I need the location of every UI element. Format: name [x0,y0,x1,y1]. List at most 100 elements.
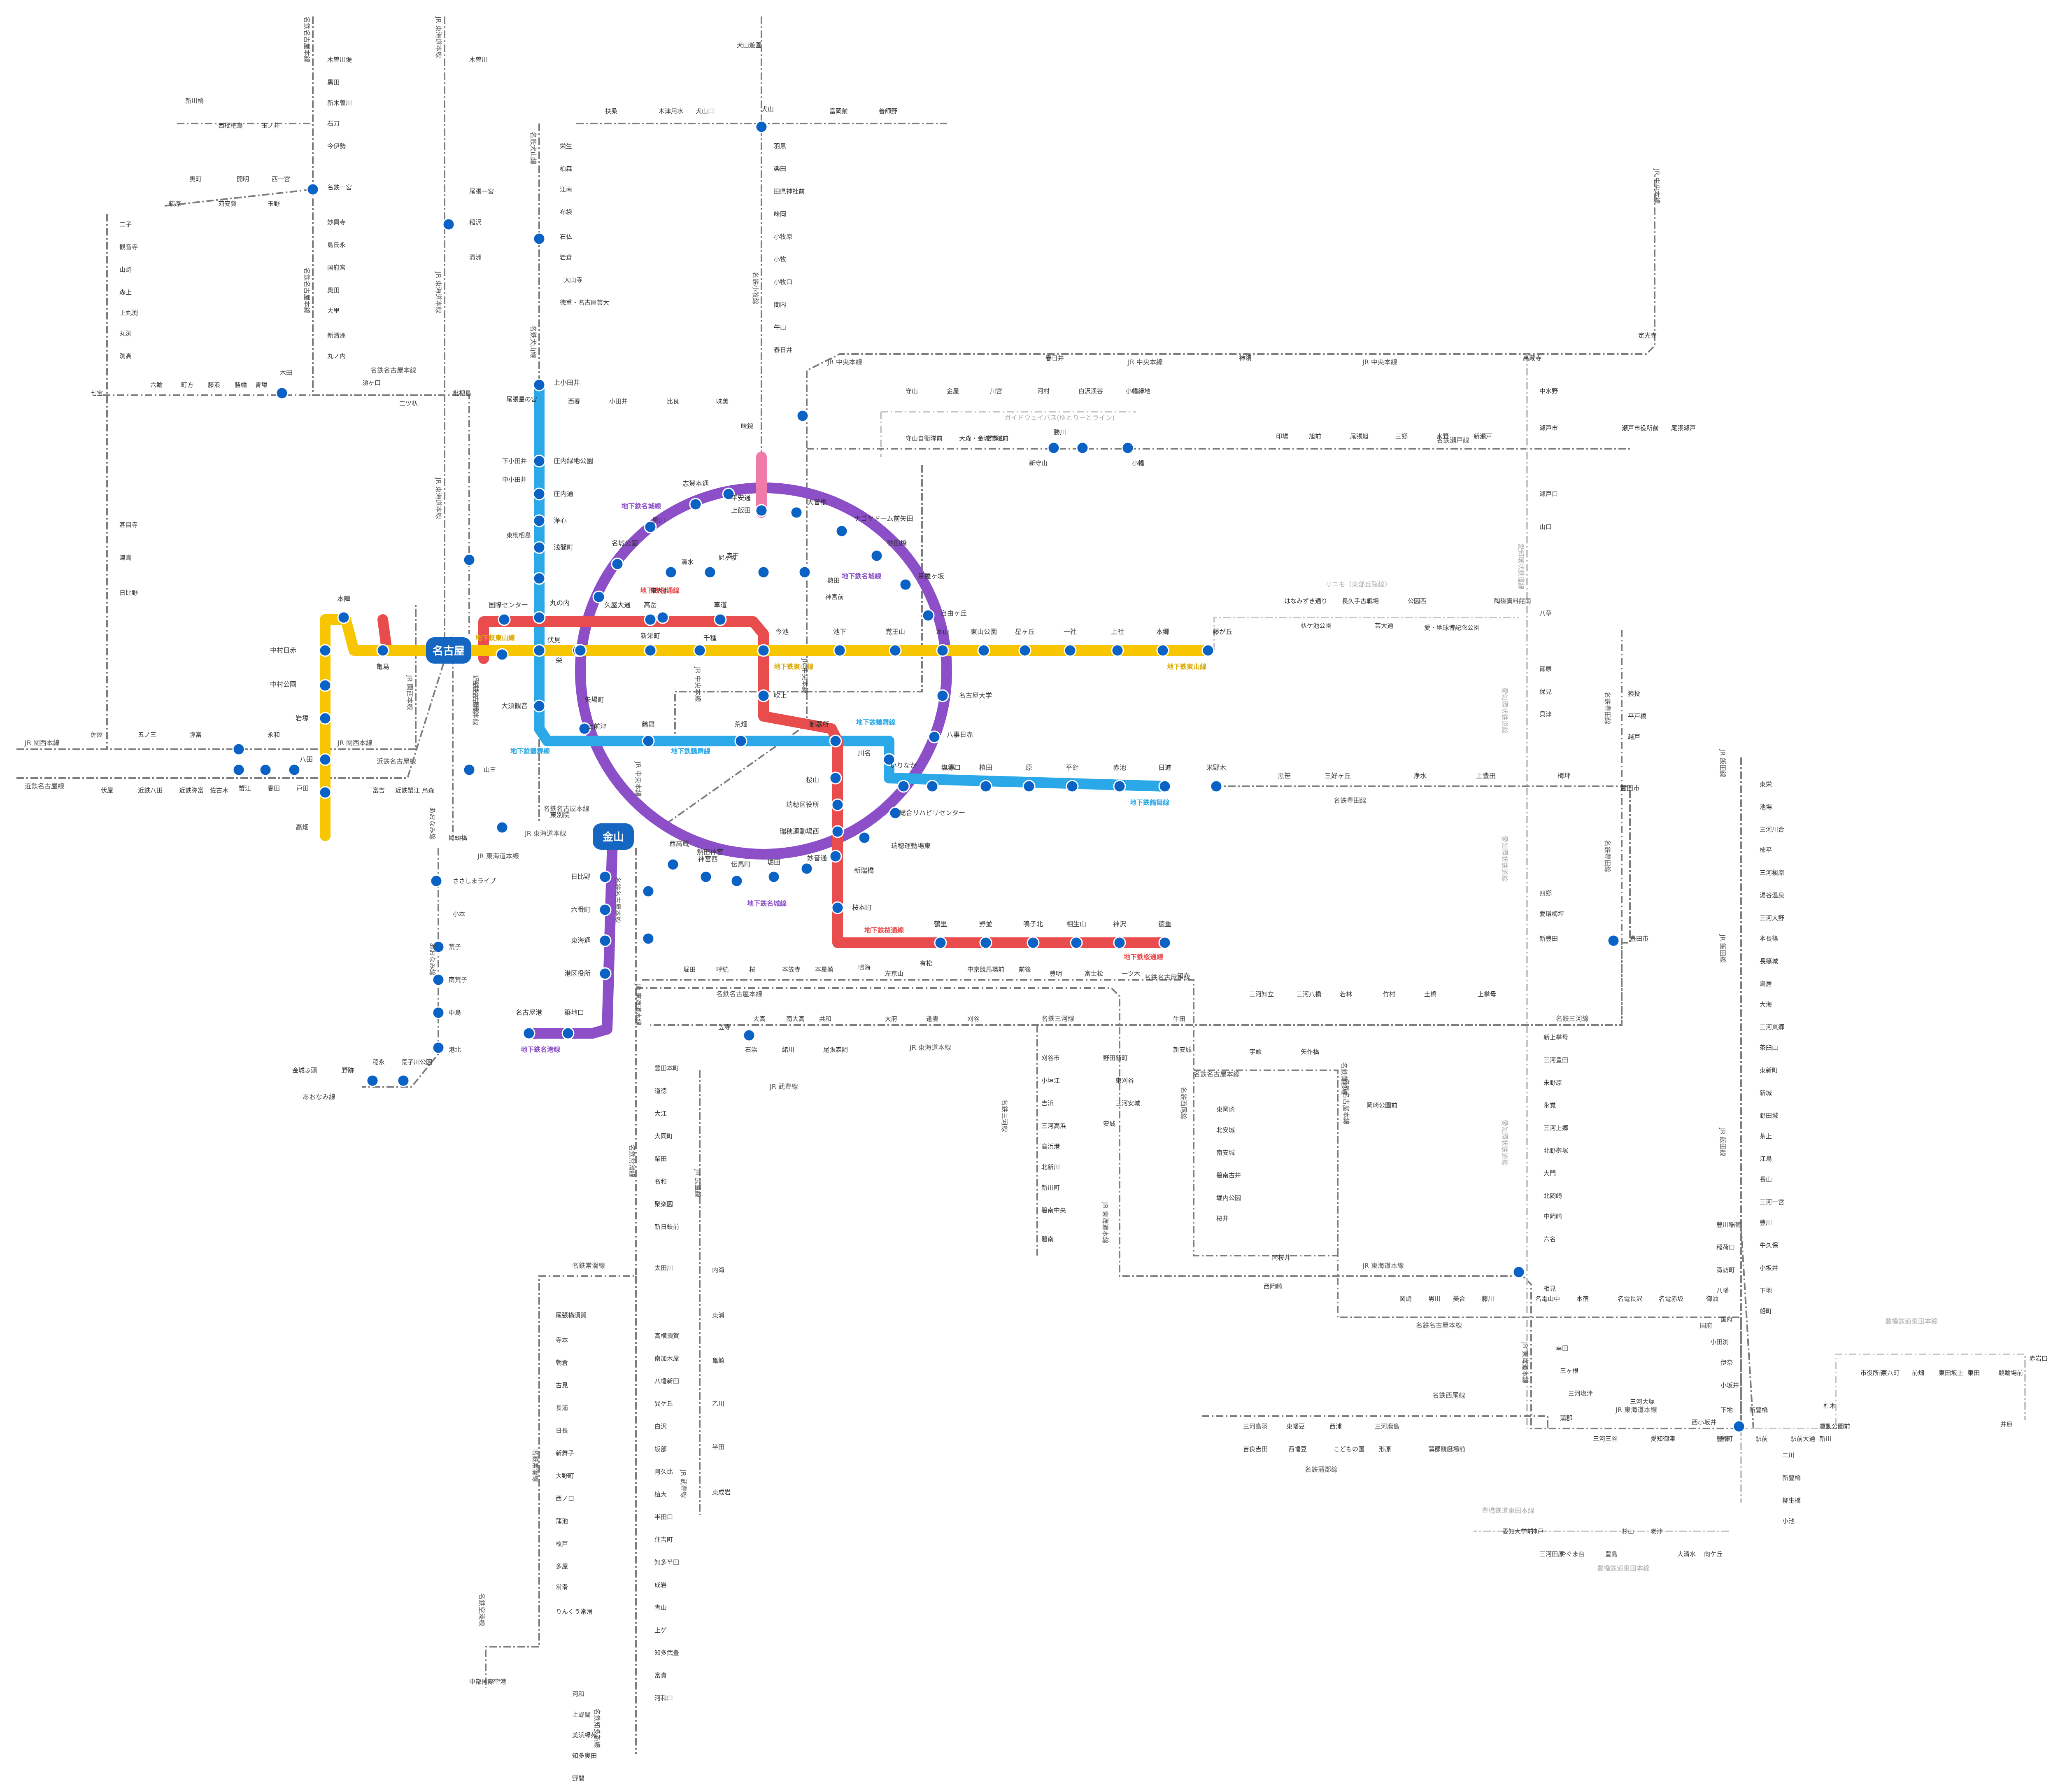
station-dot[interactable] [598,870,612,883]
station-dot[interactable] [936,689,949,702]
station-dot[interactable] [1732,1420,1746,1433]
station-dot[interactable] [757,566,770,579]
station-dot[interactable] [689,498,702,511]
station-dot[interactable] [656,611,669,624]
station-dot[interactable] [790,506,803,519]
station-dot[interactable] [288,763,301,776]
station-dot[interactable] [430,874,443,888]
station-dot[interactable] [598,934,612,947]
station-dot[interactable] [703,566,717,579]
station-dot[interactable] [829,734,842,748]
station-dot[interactable] [743,1029,756,1042]
station-dot[interactable] [1047,441,1060,454]
station-dot[interactable] [858,831,871,844]
station-dot[interactable] [1018,644,1031,657]
station-dot[interactable] [533,644,546,657]
station-dot[interactable] [598,903,612,916]
station-dot[interactable] [533,572,546,585]
station-dot[interactable] [831,901,844,914]
station-dot[interactable] [533,541,546,554]
station-dot[interactable] [1070,936,1083,949]
station-dot[interactable] [977,644,990,657]
station-dot[interactable] [1066,780,1079,793]
station-dot[interactable] [432,1006,445,1019]
station-dot[interactable] [1512,1265,1525,1279]
station-dot[interactable] [598,967,612,980]
station-dot[interactable] [882,753,896,766]
station-dot[interactable] [533,454,546,468]
station-dot[interactable] [693,644,706,657]
station-dot[interactable] [319,644,332,657]
station-dot[interactable] [275,387,289,400]
station-dot[interactable] [533,699,546,713]
station-dot[interactable] [1111,644,1124,657]
station-dot[interactable] [644,644,657,657]
station-dot[interactable] [366,1074,379,1087]
station-dot[interactable] [1113,936,1126,949]
station-dot[interactable] [319,753,332,766]
station-dot[interactable] [578,722,591,735]
station-dot[interactable] [757,689,770,702]
station-dot[interactable] [767,870,780,883]
station-dot[interactable] [870,549,883,562]
station-dot[interactable] [319,786,332,799]
station-dot[interactable] [496,821,509,834]
station-dot[interactable] [533,378,546,391]
station-dot[interactable] [306,183,319,196]
station-dot[interactable] [755,120,768,133]
station-dot[interactable] [642,734,655,748]
station-dot[interactable] [442,218,455,231]
station-dot[interactable] [319,712,332,725]
station-dot[interactable] [796,409,809,422]
station-dot[interactable] [922,609,935,622]
station-dot[interactable] [664,566,677,579]
station-dot[interactable] [798,566,811,579]
station-dot[interactable] [889,644,902,657]
station-dot[interactable] [533,514,546,527]
station-dot[interactable] [1156,644,1169,657]
station-dot[interactable] [574,644,587,657]
station-dot[interactable] [755,504,768,517]
station-dot[interactable] [979,936,992,949]
station-dot[interactable] [463,763,476,776]
station-dot[interactable] [522,1027,535,1040]
station-dot[interactable] [936,644,949,657]
station-dot[interactable] [397,1074,410,1087]
station-dot[interactable] [934,936,947,949]
station-dot[interactable] [829,850,842,863]
station-dot[interactable] [592,590,605,604]
station-dot[interactable] [734,734,747,748]
station-dot[interactable] [642,932,655,945]
station-dot[interactable] [644,613,657,626]
station-dot[interactable] [835,524,848,538]
station-dot[interactable] [926,780,939,793]
station-dot[interactable] [533,232,546,245]
station-dot[interactable] [232,743,245,756]
station-dot[interactable] [1121,441,1134,454]
station-dot[interactable] [642,885,655,898]
station-dot[interactable] [1022,780,1036,793]
station-dot[interactable] [1210,780,1223,793]
hub-nagoya[interactable]: 名古屋 [426,637,471,664]
station-dot[interactable] [831,798,844,811]
station-dot[interactable] [928,730,941,743]
station-dot[interactable] [1113,780,1126,793]
station-dot[interactable] [831,825,844,838]
station-dot[interactable] [714,613,727,626]
station-dot[interactable] [259,763,272,776]
station-dot[interactable] [1027,936,1040,949]
station-dot[interactable] [833,644,846,657]
station-dot[interactable] [1064,644,1077,657]
station-dot[interactable] [432,973,445,986]
station-dot[interactable] [644,520,657,534]
station-dot[interactable] [337,611,350,624]
station-dot[interactable] [1607,934,1620,947]
station-dot[interactable] [699,870,712,883]
station-dot[interactable] [1158,780,1171,793]
station-dot[interactable] [463,553,476,566]
station-dot[interactable] [899,578,912,591]
hub-kanayama[interactable]: 金山 [593,823,634,850]
station-dot[interactable] [561,1027,575,1040]
station-dot[interactable] [1158,936,1171,949]
station-dot[interactable] [897,780,910,793]
